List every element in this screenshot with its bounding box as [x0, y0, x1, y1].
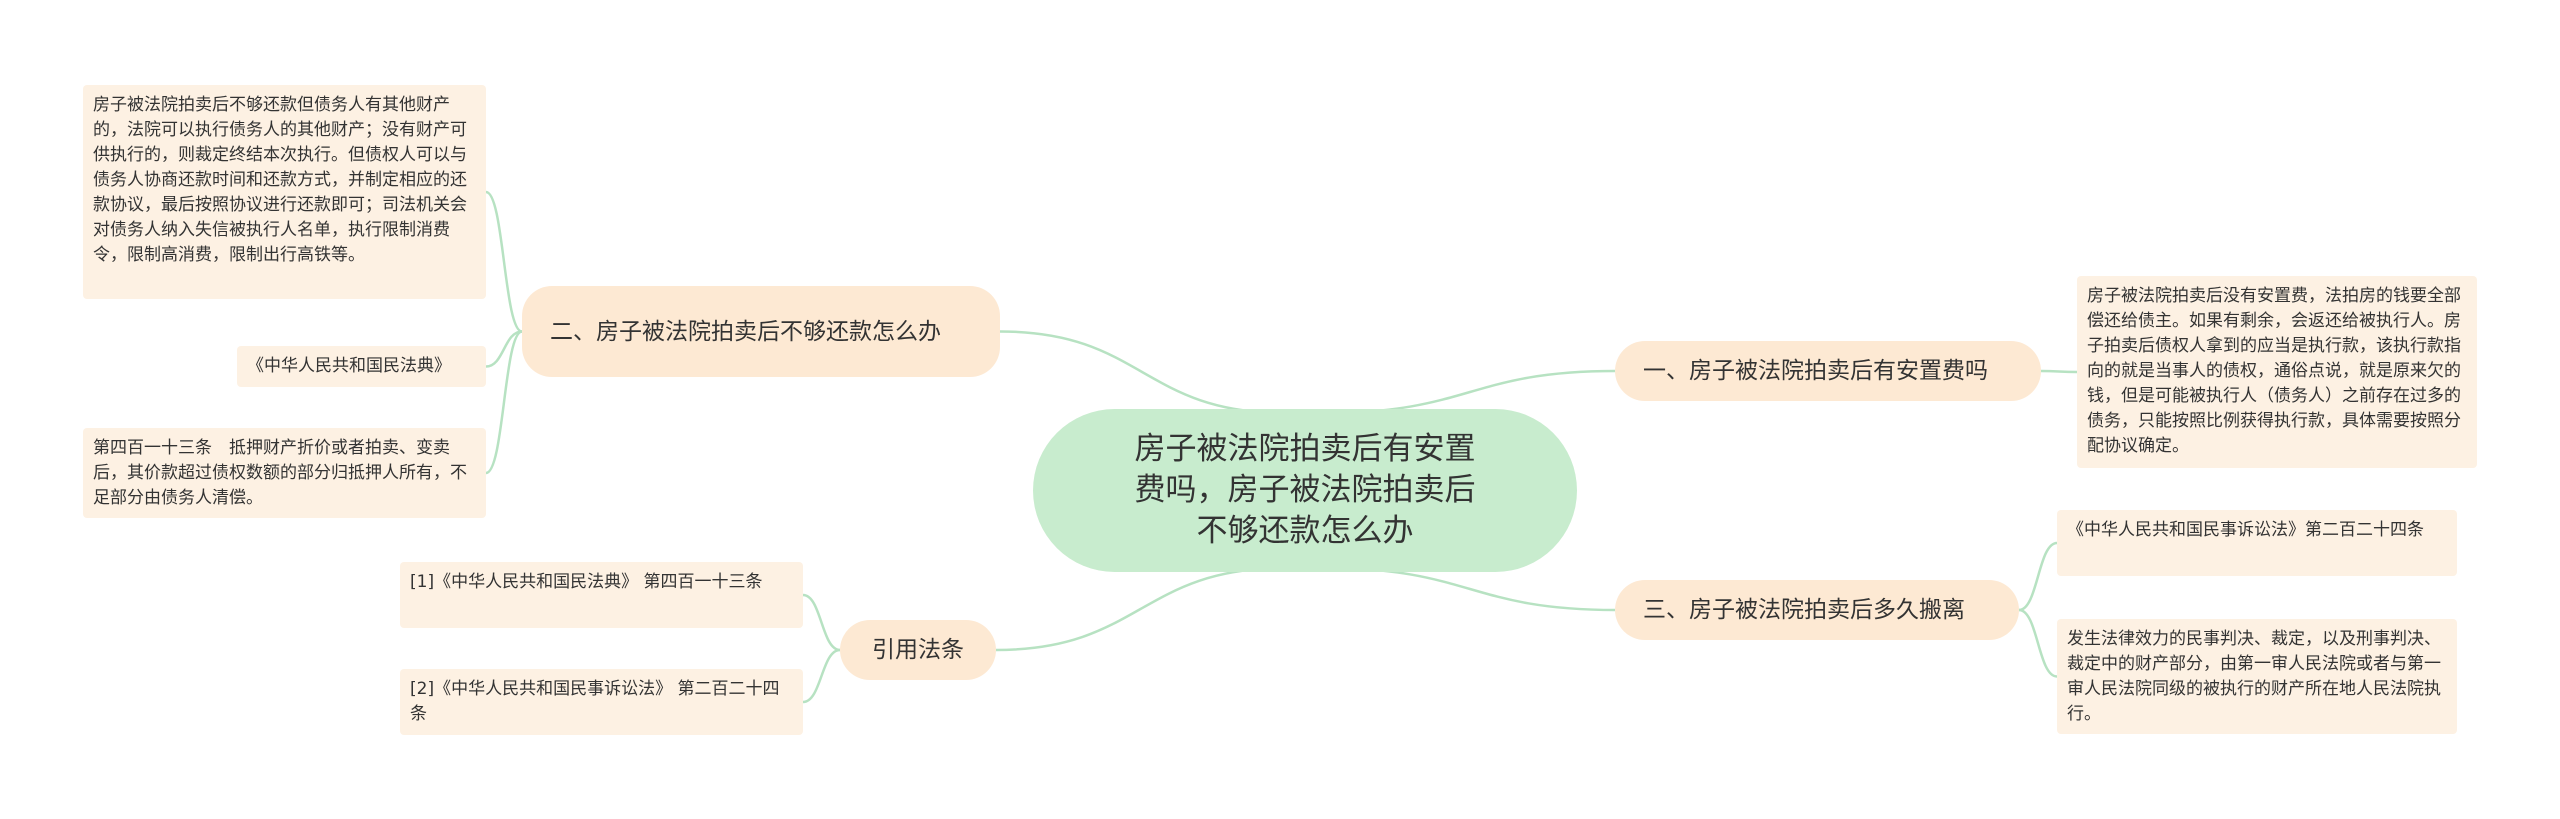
leaf-note-3-2-text: 发生法律效力的民事判决、裁定，以及刑事判决、裁定中的财产部分，由第一审人民法院或… [2067, 629, 2441, 724]
leaf-note-2-1-text: 房子被法院拍卖后不够还款但债务人有其他财产的，法院可以执行债务人的其他财产；没有… [93, 95, 467, 265]
leaf-note-2-1[interactable]: 房子被法院拍卖后不够还款但债务人有其他财产的，法院可以执行债务人的其他财产；没有… [83, 85, 486, 299]
leaf-note-3-1-text: 《中华人民共和国民事诉讼法》第二百二十四条 [2067, 520, 2424, 540]
leaf-note-1-1-text: 房子被法院拍卖后没有安置费，法拍房的钱要全部偿还给债主。如果有剩余，会返还给被执… [2087, 286, 2461, 456]
leaf-note-2-3[interactable]: 第四百一十三条 抵押财产折价或者拍卖、变卖后，其价款超过债权数额的部分归抵押人所… [83, 428, 486, 518]
root-topic-label: 房子被法院拍卖后有安置费吗，房子被法院拍卖后不够还款怎么办 [1134, 431, 1476, 549]
branch-topic-1-label: 一、房子被法院拍卖后有安置费吗 [1643, 358, 1988, 384]
leaf-note-4-1-text: [1]《中华人民共和国民法典》 第四百一十三条 [410, 572, 763, 592]
branch-topic-2-label: 二、房子被法院拍卖后不够还款怎么办 [550, 318, 941, 345]
connector-branch-4-leaf-1 [802, 593, 841, 652]
connector-branch-2-leaf-3 [485, 330, 523, 475]
leaf-note-3-2[interactable]: 发生法律效力的民事判决、裁定，以及刑事判决、裁定中的财产部分，由第一审人民法院或… [2057, 619, 2457, 734]
connector-root-branch-1 [1324, 369, 1616, 415]
leaf-note-4-2[interactable]: [2]《中华人民共和国民事诉讼法》 第二百二十四条 [400, 669, 803, 735]
leaf-note-4-2-text: [2]《中华人民共和国民事诉讼法》 第二百二十四条 [410, 679, 780, 724]
leaf-note-2-2[interactable]: 《中华人民共和国民法典》 [237, 346, 486, 387]
connector-root-branch-4 [995, 566, 1286, 652]
connector-branch-1-leaf-1 [2040, 369, 2078, 374]
connector-branch-4-leaf-2 [802, 648, 841, 704]
connector-branch-2-leaf-2 [485, 330, 523, 368]
branch-topic-3[interactable]: 三、房子被法院拍卖后多久搬离 [1615, 580, 2019, 640]
branch-topic-3-label: 三、房子被法院拍卖后多久搬离 [1643, 597, 1965, 623]
connector-branch-3-leaf-1 [2018, 541, 2058, 612]
leaf-note-4-1[interactable]: [1]《中华人民共和国民法典》 第四百一十三条 [400, 562, 803, 628]
leaf-note-2-3-text: 第四百一十三条 抵押财产折价或者拍卖、变卖后，其价款超过债权数额的部分归抵押人所… [93, 438, 467, 508]
connector-branch-3-leaf-2 [2018, 608, 2058, 678]
branch-topic-4-label: 引用法条 [872, 637, 964, 663]
leaf-note-1-1[interactable]: 房子被法院拍卖后没有安置费，法拍房的钱要全部偿还给债主。如果有剩余，会返还给被执… [2077, 276, 2477, 468]
leaf-note-2-2-text: 《中华人民共和国民法典》 [247, 356, 451, 376]
root-topic[interactable]: 房子被法院拍卖后有安置费吗，房子被法院拍卖后不够还款怎么办 [1033, 409, 1577, 572]
leaf-note-3-1[interactable]: 《中华人民共和国民事诉讼法》第二百二十四条 [2057, 510, 2457, 576]
branch-topic-4[interactable]: 引用法条 [840, 620, 996, 680]
connector-root-branch-2 [999, 330, 1286, 415]
connector-root-branch-3 [1324, 566, 1616, 612]
branch-topic-2[interactable]: 二、房子被法院拍卖后不够还款怎么办 [522, 286, 1000, 377]
connector-branch-2-leaf-1 [485, 190, 523, 333]
branch-topic-1[interactable]: 一、房子被法院拍卖后有安置费吗 [1615, 341, 2041, 401]
